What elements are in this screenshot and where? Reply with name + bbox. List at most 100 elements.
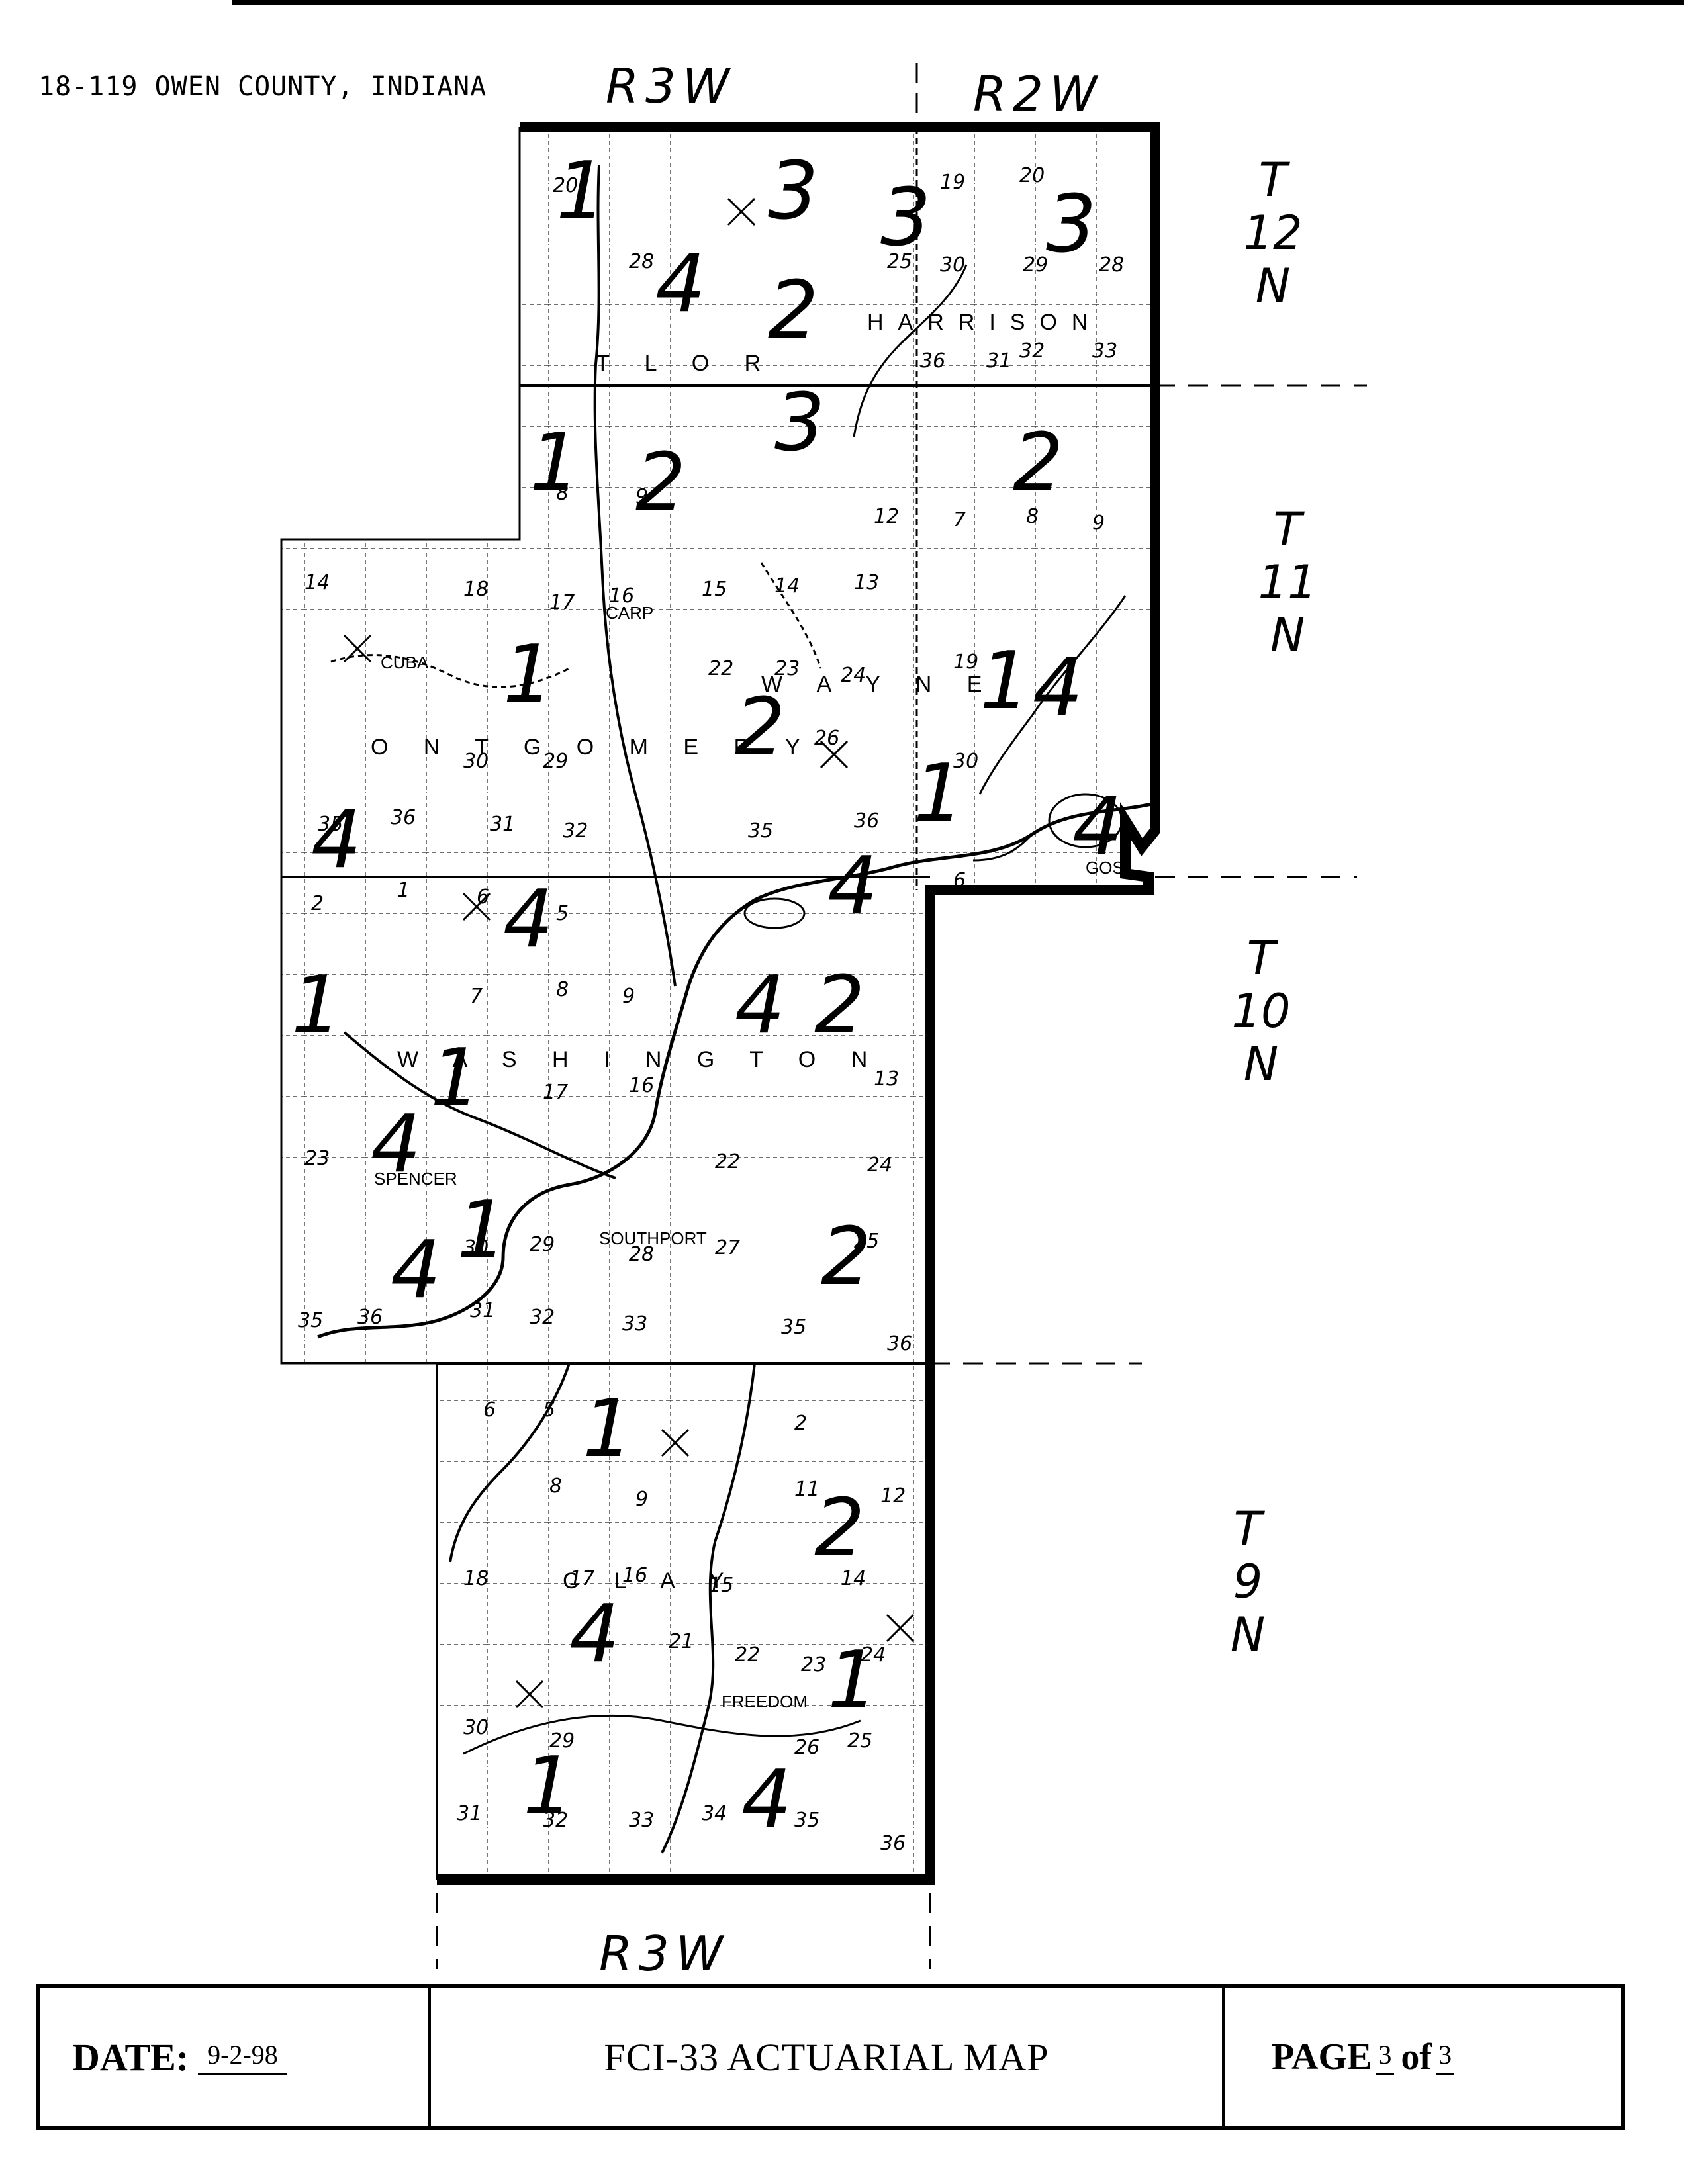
svg-text:2: 2	[635, 437, 686, 529]
svg-text:1: 1	[291, 960, 342, 1052]
svg-text:1: 1	[827, 1635, 878, 1727]
svg-text:22: 22	[735, 1643, 760, 1666]
svg-text:9: 9	[635, 485, 648, 508]
township-label-t11: T 11 N	[1258, 503, 1317, 662]
svg-text:33: 33	[629, 1809, 654, 1832]
svg-text:12: 12	[880, 1484, 906, 1508]
range-label-top-right: R2W	[973, 66, 1104, 122]
place-spencer: SPENCER	[374, 1169, 457, 1189]
svg-text:3: 3	[768, 146, 818, 238]
svg-text:14: 14	[841, 1567, 866, 1590]
t9-line-3: N	[1230, 1608, 1266, 1662]
map-title: FCI-33 ACTUARIAL MAP	[604, 2035, 1049, 2079]
svg-text:29: 29	[530, 1233, 555, 1256]
svg-text:36: 36	[854, 809, 879, 833]
svg-text:11: 11	[794, 1478, 819, 1501]
svg-text:28: 28	[629, 250, 654, 273]
svg-text:24: 24	[867, 1154, 892, 1177]
date-value: 9-2-98	[198, 2039, 287, 2075]
svg-text:15: 15	[702, 578, 727, 601]
svg-text:25: 25	[847, 1729, 872, 1752]
t11-line-2: 11	[1258, 555, 1317, 610]
svg-text:27: 27	[715, 1236, 740, 1259]
svg-text:28: 28	[1099, 253, 1124, 277]
svg-text:35: 35	[794, 1809, 819, 1832]
svg-text:12: 12	[874, 505, 899, 528]
svg-text:32: 32	[1019, 340, 1045, 363]
svg-text:25: 25	[854, 1230, 879, 1253]
range-label-bottom: R3W	[599, 1926, 730, 1981]
svg-text:2: 2	[768, 265, 818, 357]
svg-text:35: 35	[781, 1316, 806, 1339]
svg-text:2: 2	[311, 892, 324, 915]
t12-line-2: 12	[1243, 206, 1303, 260]
t10-line-3: N	[1243, 1037, 1279, 1091]
township-taylor: T L O R	[596, 351, 775, 376]
svg-text:2: 2	[821, 1211, 871, 1303]
footer-date-cell: DATE: 9-2-98	[40, 1988, 431, 2126]
svg-text:35: 35	[318, 813, 343, 836]
svg-text:20: 20	[1019, 164, 1045, 187]
range-label-top-left: R3W	[606, 58, 737, 114]
svg-text:16: 16	[629, 1074, 654, 1097]
svg-text:3: 3	[774, 377, 825, 469]
svg-text:31: 31	[490, 813, 515, 836]
svg-text:4: 4	[655, 238, 706, 330]
svg-text:21: 21	[669, 1630, 694, 1653]
svg-text:15: 15	[708, 1574, 733, 1597]
svg-text:35: 35	[298, 1309, 323, 1332]
svg-text:4: 4	[311, 794, 361, 886]
svg-text:9: 9	[635, 1488, 648, 1511]
svg-text:4: 4	[741, 1754, 792, 1846]
svg-text:19: 19	[953, 651, 978, 674]
svg-text:7: 7	[470, 985, 483, 1008]
svg-text:2: 2	[735, 682, 785, 774]
svg-text:33: 33	[622, 1312, 647, 1336]
svg-text:18: 18	[463, 1567, 489, 1590]
svg-text:14: 14	[774, 574, 800, 598]
svg-text:31: 31	[457, 1802, 482, 1825]
svg-text:29: 29	[549, 1729, 575, 1752]
t9-line-2: 9	[1233, 1555, 1263, 1609]
svg-text:22: 22	[708, 657, 733, 680]
svg-text:8: 8	[1026, 505, 1039, 528]
white-river	[317, 799, 1155, 1339]
svg-text:4: 4	[371, 1099, 421, 1191]
page-total: 3	[1436, 2039, 1455, 2075]
svg-text:4: 4	[1072, 781, 1123, 873]
svg-text:31: 31	[470, 1299, 495, 1322]
svg-text:6: 6	[483, 1398, 496, 1422]
footer-title-cell: FCI-33 ACTUARIAL MAP	[431, 1988, 1225, 2126]
page-of: of	[1401, 2036, 1432, 2077]
footer-box: DATE: 9-2-98 FCI-33 ACTUARIAL MAP PAGE 3…	[36, 1984, 1625, 2130]
township-washington: W A S H I N G T O N	[397, 1047, 882, 1072]
t9-line-1: T	[1233, 1502, 1262, 1556]
svg-text:34: 34	[702, 1802, 727, 1825]
svg-text:30: 30	[463, 1236, 489, 1259]
township-label-t12: T 12 N	[1243, 154, 1303, 312]
svg-text:2: 2	[794, 1412, 807, 1435]
t10-line-1: T	[1246, 931, 1276, 985]
township-wayne: W A Y N E	[761, 672, 996, 697]
svg-text:2: 2	[814, 960, 865, 1052]
svg-text:4: 4	[391, 1224, 441, 1316]
footer-page-cell: PAGE 3 of 3	[1225, 1988, 1621, 2126]
svg-text:32: 32	[530, 1306, 555, 1329]
svg-text:30: 30	[940, 253, 965, 277]
page-current: 3	[1376, 2039, 1395, 2075]
svg-text:36: 36	[880, 1832, 906, 1855]
svg-text:3: 3	[1046, 179, 1096, 271]
svg-text:9: 9	[1092, 512, 1105, 535]
svg-text:2: 2	[1013, 417, 1063, 509]
svg-text:33: 33	[1092, 340, 1117, 363]
svg-text:24: 24	[841, 664, 866, 687]
t11-line-1: T	[1273, 502, 1302, 557]
svg-text:1: 1	[523, 1741, 573, 1833]
svg-text:3: 3	[880, 172, 931, 264]
svg-text:5: 5	[543, 1398, 555, 1422]
township-montgomery: O N T G O M E R Y	[371, 735, 815, 760]
svg-text:22: 22	[715, 1150, 740, 1173]
svg-text:7: 7	[953, 508, 966, 531]
svg-text:4: 4	[735, 960, 785, 1052]
